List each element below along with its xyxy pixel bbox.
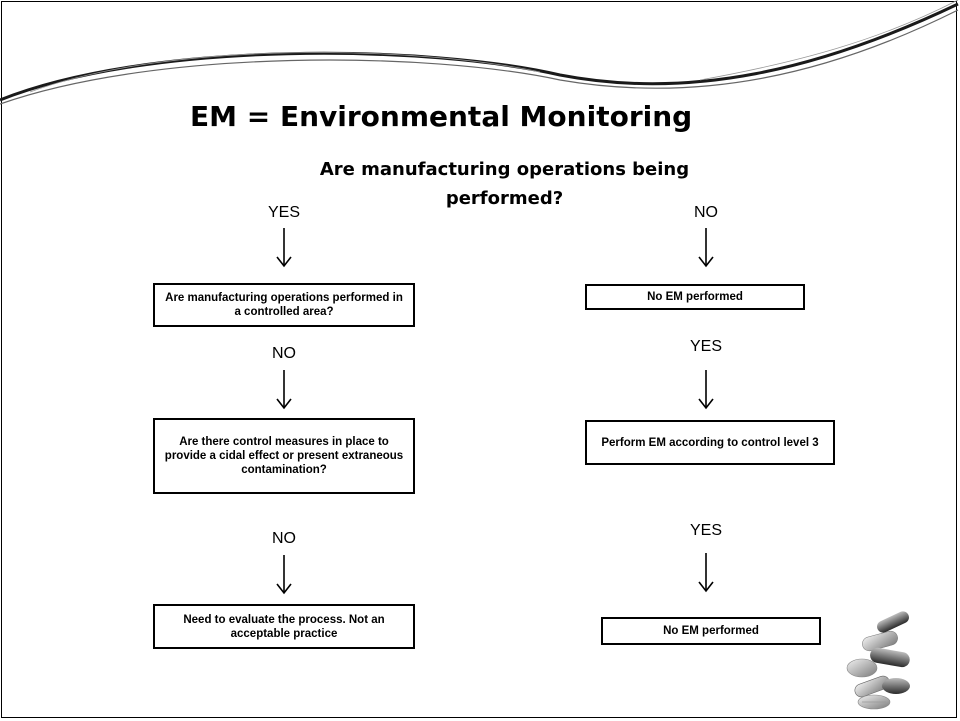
slide-title: EM = Environmental Monitoring [190,100,693,133]
right-label-yes: YES [689,338,722,355]
right-label-no: NO [694,204,718,221]
left-label-no: NO [272,530,296,547]
box-no-em-performed: No EM performed [601,617,821,645]
right-label-yes: YES [689,522,722,539]
down-arrow-icon [698,228,714,268]
box-evaluate-process: Need to evaluate the process. Not an acc… [153,604,415,649]
left-label-yes: YES [267,204,300,221]
root-question: Are manufacturing operations being perfo… [319,159,690,209]
box-no-em-performed: No EM performed [585,284,805,310]
box-control-measures: Are there control measures in place to p… [153,418,415,494]
down-arrow-icon [698,553,714,593]
down-arrow-icon [276,228,292,268]
box-controlled-area: Are manufacturing operations performed i… [153,283,415,327]
down-arrow-icon [276,370,292,410]
box-perform-em-level-3: Perform EM according to control level 3 [585,420,835,465]
left-label-no: NO [272,345,296,362]
down-arrow-icon [698,370,714,410]
down-arrow-icon [276,555,292,595]
decorative-swoosh [0,0,959,105]
pills-illustration [846,611,910,710]
